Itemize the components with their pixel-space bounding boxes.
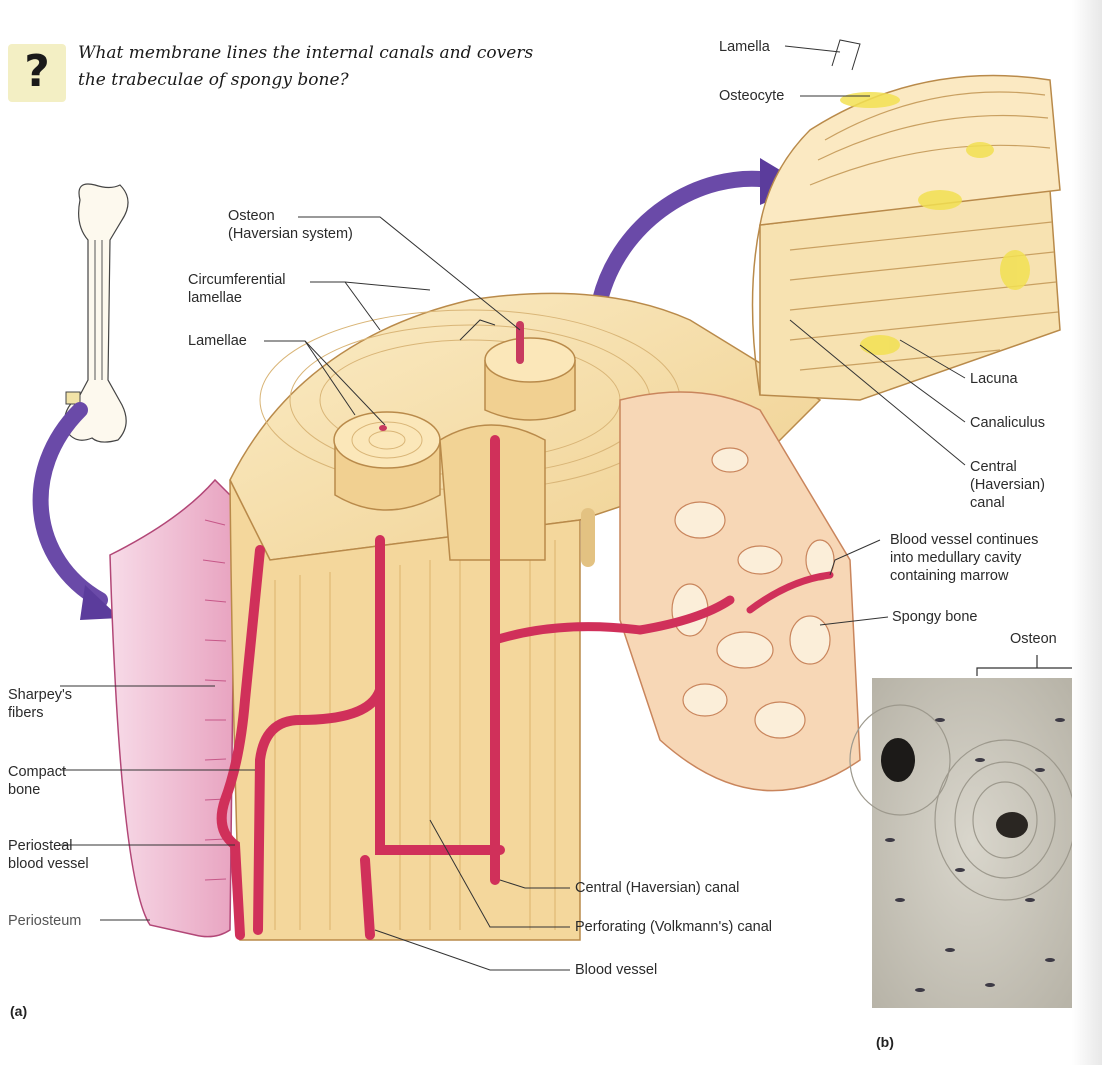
panel-label-a: (a)	[10, 1003, 27, 1019]
label-lamella: Lamella	[719, 38, 770, 56]
label-blood-vessel-continues: Blood vessel continues into medullary ca…	[890, 531, 1038, 585]
label-central-line3: canal	[970, 494, 1045, 512]
osteon-cylinder-left	[334, 412, 440, 510]
label-compact-line1: Compact	[8, 763, 66, 781]
label-osteon-line2: (Haversian system)	[228, 225, 353, 243]
label-periosteal-line2: blood vessel	[8, 855, 89, 873]
label-periosteum: Periosteum	[8, 912, 81, 930]
label-lacuna: Lacuna	[970, 370, 1018, 388]
label-central-line1: Central	[970, 458, 1045, 476]
label-bv-line3: containing marrow	[890, 567, 1038, 585]
label-sharpeys-line1: Sharpey's	[8, 686, 72, 704]
label-canaliculus: Canaliculus	[970, 414, 1045, 432]
label-circumferential-line1: Circumferential	[188, 271, 286, 289]
label-perforating-canal: Perforating (Volkmann's) canal	[575, 918, 772, 936]
panel-label-b: (b)	[876, 1034, 894, 1050]
label-central-haversian-canal: Central (Haversian) canal	[575, 879, 739, 897]
magnified-osteon-wedge	[753, 76, 1061, 400]
label-osteocyte: Osteocyte	[719, 87, 784, 105]
long-bone-icon	[65, 184, 128, 442]
label-bv-line2: into medullary cavity	[890, 549, 1038, 567]
label-circumferential-line2: lamellae	[188, 289, 286, 307]
periosteum-layer	[110, 480, 235, 937]
micrograph-image	[850, 678, 1075, 1008]
label-central-canal: Central (Haversian) canal	[970, 458, 1045, 512]
label-blood-vessel: Blood vessel	[575, 961, 657, 979]
label-bv-line1: Blood vessel continues	[890, 531, 1038, 549]
label-periosteal-line1: Periosteal	[8, 837, 89, 855]
page-edge-shadow	[1072, 0, 1102, 1065]
label-lamellae: Lamellae	[188, 332, 247, 350]
label-compact-line2: bone	[8, 781, 66, 799]
label-central-line2: (Haversian)	[970, 476, 1045, 494]
arrow-to-magnified-icon	[600, 179, 770, 300]
label-sharpeys-line2: fibers	[8, 704, 72, 722]
label-periosteal-blood-vessel: Periosteal blood vessel	[8, 837, 89, 873]
label-compact-bone: Compact bone	[8, 763, 66, 799]
label-sharpeys-fibers: Sharpey's fibers	[8, 686, 72, 722]
label-osteon: Osteon (Haversian system)	[228, 207, 353, 243]
label-spongy-bone: Spongy bone	[892, 608, 977, 626]
label-osteon-line1: Osteon	[228, 207, 353, 225]
label-circumferential-lamellae: Circumferential lamellae	[188, 271, 286, 307]
label-osteon-micrograph: Osteon	[1010, 630, 1057, 648]
